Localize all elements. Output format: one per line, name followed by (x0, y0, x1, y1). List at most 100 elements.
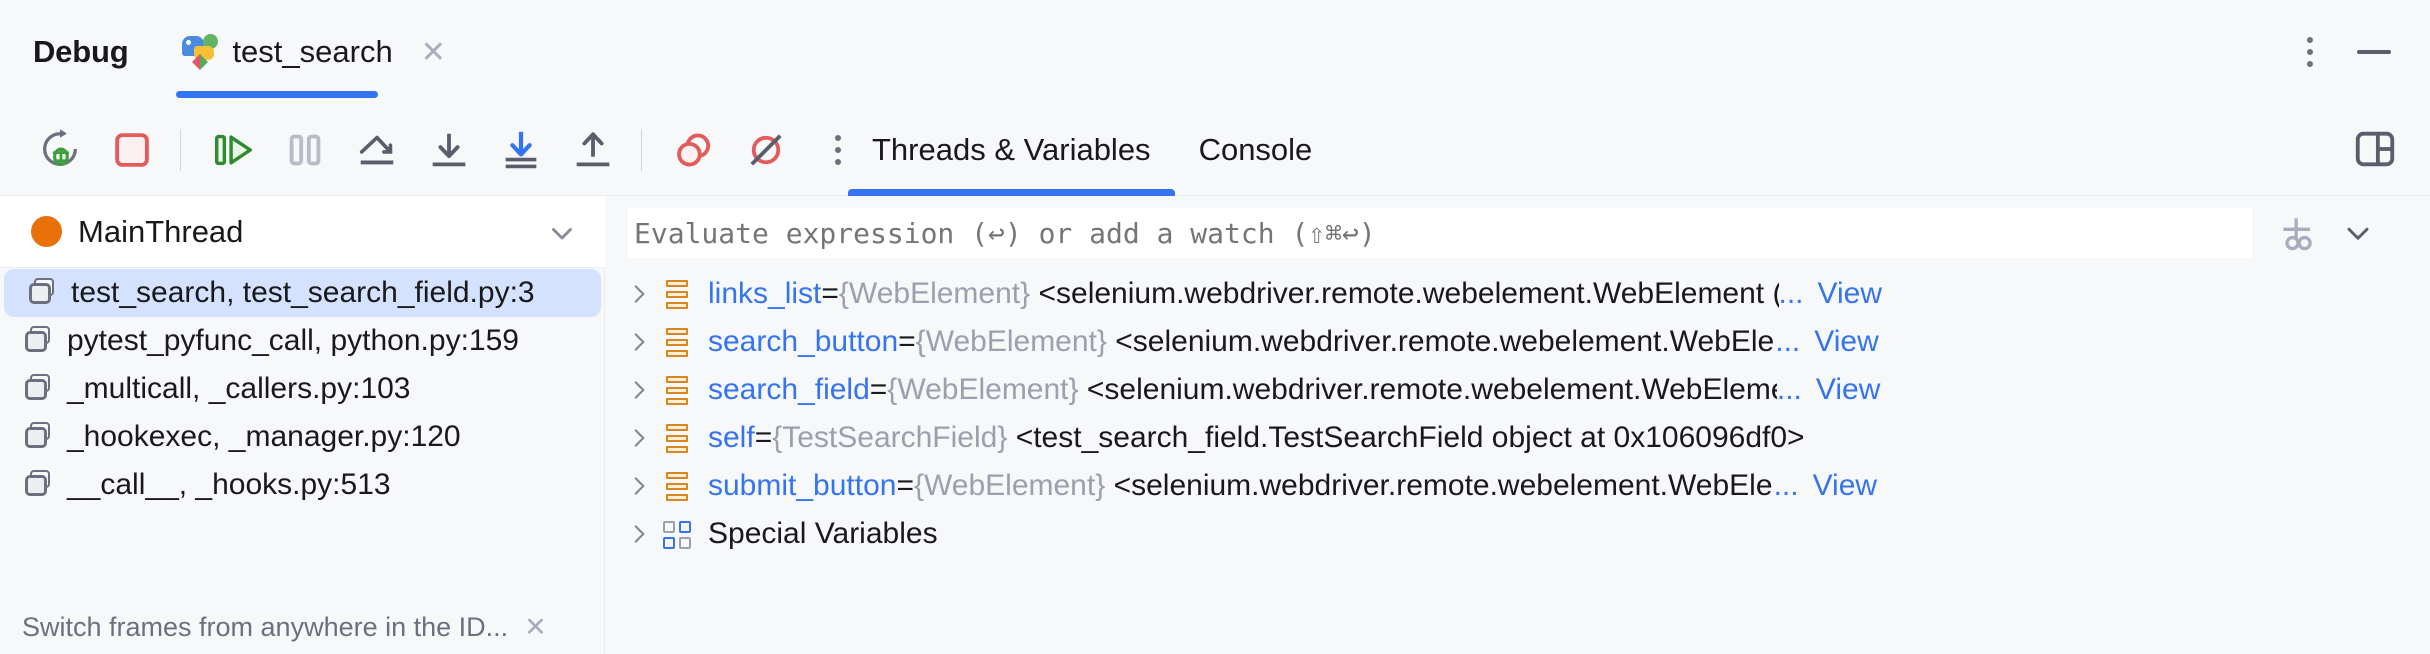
variable-row[interactable]: self = {TestSearchField} <test_search_fi… (606, 414, 2430, 462)
rerun-debug-icon (43, 128, 77, 166)
debug-title-bar: Debug test_search ✕ (0, 0, 2430, 104)
variable-name: self (708, 421, 755, 454)
frame-row[interactable]: test_search, test_search_field.py:3 (4, 269, 601, 317)
evaluate-actions (2268, 203, 2388, 263)
stack-frame-icon (24, 374, 54, 404)
view-value-link[interactable]: View (1814, 325, 1879, 358)
frame-label: pytest_pyfunc_call, python.py:159 (67, 324, 519, 357)
view-breakpoints-button[interactable] (660, 116, 728, 184)
run-tab-label: test_search (232, 34, 393, 69)
thread-name-label: MainThread (78, 213, 244, 249)
toolbar-separator (180, 128, 181, 171)
frames-list[interactable]: test_search, test_search_field.py:3 pyte… (0, 269, 605, 509)
add-watch-icon (2283, 218, 2312, 251)
rerun-debug-button[interactable] (26, 116, 94, 184)
tab-threads-and-variables[interactable]: Threads & Variables (848, 104, 1175, 196)
variable-value: <selenium.webdriver.remote.webelement.We… (1113, 469, 1774, 502)
variable-value-ellipsis: ... (1773, 469, 1799, 502)
stack-frame-icon (24, 470, 54, 500)
mute-breakpoints-button[interactable] (732, 116, 800, 184)
step-out-button[interactable] (559, 116, 627, 184)
variable-icon (660, 325, 694, 359)
chevron-down-icon[interactable] (545, 216, 579, 250)
add-watch-button[interactable] (2268, 203, 2328, 263)
stack-frame-icon (24, 422, 54, 452)
variable-value-ellipsis: ... (1778, 277, 1804, 310)
run-configuration-tab[interactable]: test_search ✕ (168, 0, 459, 104)
debug-toolbar (0, 104, 2430, 196)
step-over-button[interactable] (343, 116, 411, 184)
chevron-right-icon[interactable] (618, 425, 660, 451)
variable-type: {TestSearchField} (772, 421, 1008, 454)
variable-type: {WebElement} (913, 469, 1106, 502)
chevron-down-icon (2347, 227, 2369, 240)
variables-list[interactable]: links_list = {WebElement} <selenium.webd… (606, 270, 2430, 558)
evaluate-expression-row (606, 196, 2430, 270)
variable-name: search_button (708, 325, 899, 358)
frame-row[interactable]: _multicall, _callers.py:103 (0, 365, 605, 413)
frame-label: __call__, _hooks.py:513 (67, 468, 391, 501)
variable-value: <selenium.webdriver.remote.webelement.We… (1038, 277, 1779, 310)
split-layout-icon (2355, 131, 2395, 167)
variable-icon (660, 373, 694, 407)
close-icon[interactable]: ✕ (524, 611, 547, 642)
thread-status-icon (31, 216, 62, 247)
chevron-right-icon[interactable] (618, 329, 660, 355)
kebab-vertical-icon (2307, 37, 2313, 67)
force-step-into-button[interactable] (487, 116, 555, 184)
variable-equals: = (821, 277, 839, 310)
force-step-into-icon (505, 131, 537, 168)
variable-row[interactable]: search_field = {WebElement} <selenium.we… (606, 366, 2430, 414)
frame-row[interactable]: _hookexec, _manager.py:120 (0, 413, 605, 461)
frame-row[interactable]: __call__, _hooks.py:513 (0, 461, 605, 509)
step-into-button[interactable] (415, 116, 483, 184)
window-controls (2278, 0, 2430, 104)
tab-console[interactable]: Console (1175, 104, 1337, 196)
chevron-right-icon[interactable] (618, 377, 660, 403)
resume-button[interactable] (199, 116, 267, 184)
minimize-icon (2357, 50, 2391, 54)
evaluate-expression-input[interactable] (628, 208, 2252, 258)
variable-row[interactable]: search_button = {WebElement} <selenium.w… (606, 318, 2430, 366)
special-variables-label: Special Variables (708, 517, 938, 550)
toolbar-more-button[interactable] (804, 116, 872, 184)
view-value-link[interactable]: View (1812, 469, 1878, 502)
active-tab-indicator (848, 189, 1175, 196)
variable-icon (660, 421, 694, 455)
stop-button[interactable] (98, 116, 166, 184)
variable-value-ellipsis: ... (1776, 373, 1802, 406)
variable-name: search_field (708, 373, 870, 406)
view-value-link[interactable]: View (1815, 373, 1881, 406)
tab-console-label: Console (1198, 132, 1313, 167)
variable-value-ellipsis: ... (1775, 325, 1801, 358)
page-title: Debug (33, 34, 129, 69)
frames-panel: MainThread test_search, test_search_fiel… (0, 196, 605, 654)
stack-frame-icon (24, 326, 54, 356)
variable-equals: = (898, 325, 916, 358)
variable-row[interactable]: submit_button = {WebElement} <selenium.w… (606, 462, 2430, 510)
variable-equals: = (869, 373, 888, 406)
minimize-button[interactable] (2342, 20, 2406, 84)
chevron-right-icon[interactable] (618, 473, 660, 499)
layout-settings-button[interactable] (2346, 120, 2404, 178)
expand-evaluate-button[interactable] (2328, 203, 2388, 263)
pause-program-icon (289, 134, 321, 165)
variable-equals: = (754, 421, 773, 454)
pause-button[interactable] (271, 116, 339, 184)
chevron-right-icon[interactable] (618, 521, 660, 547)
step-out-icon (576, 131, 610, 166)
thread-selector[interactable]: MainThread (0, 196, 605, 268)
chevron-right-icon[interactable] (618, 281, 660, 307)
close-icon[interactable]: ✕ (420, 36, 446, 69)
view-value-link[interactable]: View (1817, 277, 1882, 310)
frame-label: test_search, test_search_field.py:3 (71, 276, 535, 309)
variable-value: <selenium.webdriver.remote.webelement.We… (1115, 325, 1776, 358)
variable-type: {WebElement} (915, 325, 1107, 358)
special-variables-row[interactable]: Special Variables (606, 510, 2430, 558)
variable-row[interactable]: links_list = {WebElement} <selenium.webd… (606, 270, 2430, 318)
frame-row[interactable]: pytest_pyfunc_call, python.py:159 (0, 317, 605, 365)
view-breakpoints-icon (677, 133, 711, 166)
more-options-button[interactable] (2278, 20, 2342, 84)
active-tab-indicator (176, 91, 379, 98)
